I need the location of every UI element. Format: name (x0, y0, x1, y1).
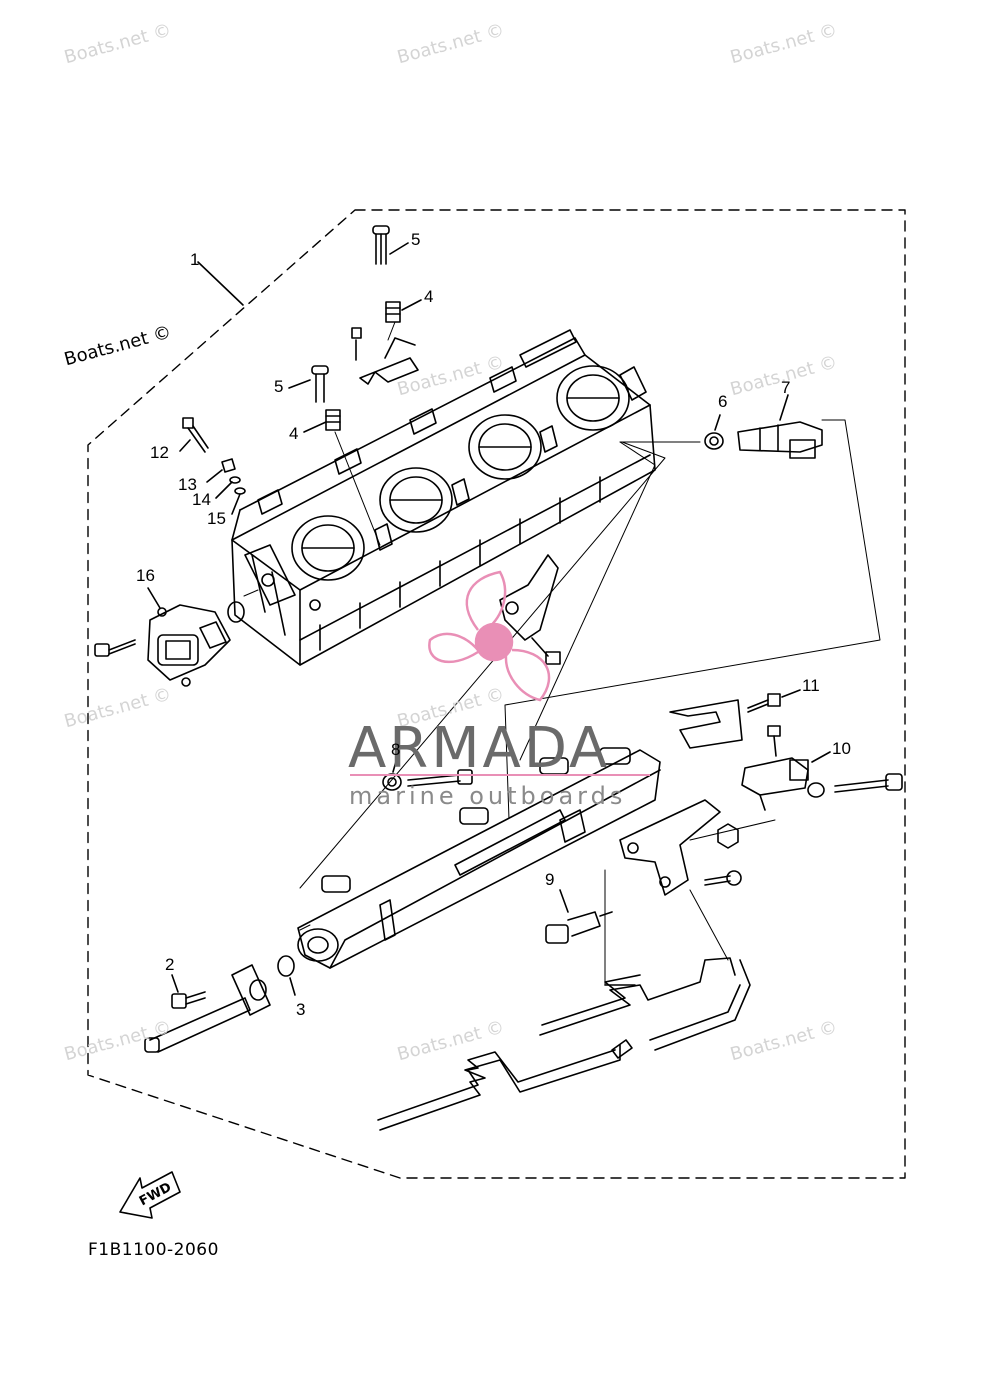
spring-4-top (385, 301, 401, 323)
callout-5: 5 (274, 377, 284, 396)
spacer (321, 875, 351, 893)
spacer (599, 747, 631, 765)
screw-11 (747, 693, 781, 713)
callout-5: 5 (411, 230, 421, 249)
adjust-screw-12 (182, 417, 209, 453)
callout-1: 1 (190, 250, 200, 269)
callout-2: 2 (165, 955, 175, 974)
bolt-10 (834, 773, 903, 793)
spacer (459, 807, 489, 825)
o-ring-3 (277, 955, 295, 977)
diagram-part-code: F1B1100-2060 (88, 1240, 219, 1260)
throttle-body-block (231, 329, 656, 666)
callout-10: 10 (832, 739, 851, 758)
washer-10 (807, 782, 825, 798)
callout-8: 8 (391, 740, 401, 759)
assembly-boundary (87, 209, 906, 1179)
callout-16: 16 (136, 566, 155, 585)
callout-6: 6 (718, 392, 728, 411)
screw-5-top (372, 225, 390, 265)
callout-4: 4 (289, 424, 299, 443)
screw-lower (704, 870, 742, 886)
fuel-rail (297, 749, 661, 969)
callout-14: 14 (192, 490, 211, 509)
callout-4: 4 (424, 287, 434, 306)
sensor-10 (741, 757, 809, 811)
screw-16 (94, 639, 136, 657)
callout-13: 13 (178, 475, 197, 494)
fuel-inlet-pipe (144, 964, 271, 1053)
callout-11: 11 (802, 676, 820, 695)
armada-logo-subtitle: marine outboards (349, 782, 627, 810)
bolt-2 (171, 991, 206, 1009)
sensor-9 (545, 911, 613, 944)
washer-6 (704, 432, 724, 450)
armada-logo-word: ARMADA (348, 716, 611, 781)
spring-4-left (325, 409, 341, 431)
screw-5-left (311, 365, 329, 403)
o-ring-16 (227, 601, 245, 623)
armada-logo-mark (428, 570, 551, 702)
sensor-16 (147, 604, 231, 687)
callout-15: 15 (207, 509, 226, 528)
callout-9: 9 (545, 870, 555, 889)
fwd-arrow (119, 1171, 181, 1219)
injector-7 (737, 421, 823, 459)
callout-7: 7 (781, 378, 791, 397)
hoses (377, 957, 751, 1131)
nut (717, 823, 739, 849)
callout-12: 12 (150, 443, 169, 462)
callout-3: 3 (296, 1000, 306, 1019)
